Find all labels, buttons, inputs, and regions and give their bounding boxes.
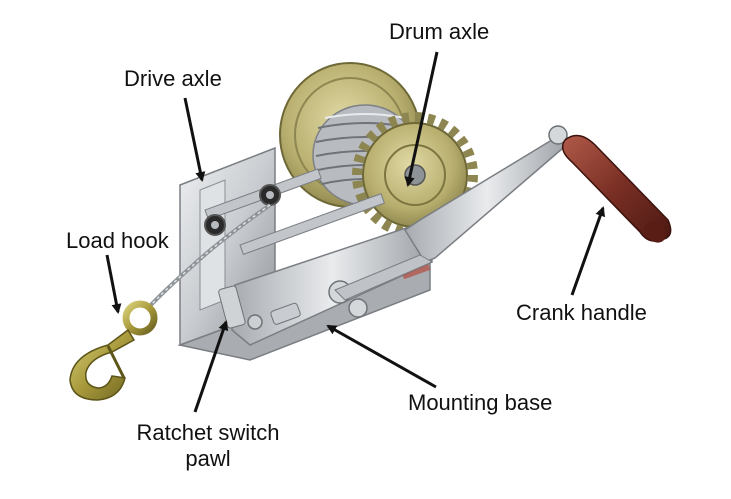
label-ratchet-switch-pawl: Ratchet switch pawl — [128, 420, 288, 472]
label-ratchet-line1: Ratchet switch — [136, 420, 280, 445]
callout-arrows — [105, 51, 606, 413]
ratchet-pawl-shape — [218, 285, 246, 329]
crank-handle-grip — [561, 134, 672, 243]
label-mounting-base: Mounting base — [408, 390, 553, 415]
arrow-mounting-base — [326, 324, 437, 389]
label-ratchet-line2: pawl — [185, 446, 231, 471]
crank-arm — [334, 125, 572, 301]
axle-rods — [204, 168, 386, 256]
label-crank-handle: Crank handle — [516, 300, 647, 325]
cable-line — [146, 203, 272, 310]
label-drive-axle: Drive axle — [124, 66, 222, 91]
arrow-drive-axle — [183, 97, 206, 182]
arrow-drum-axle — [404, 51, 439, 187]
drive-gear — [352, 112, 478, 238]
load-hook-shape — [69, 300, 158, 401]
arrow-load-hook — [105, 254, 122, 314]
label-drum-axle: Drum axle — [389, 19, 490, 44]
arrow-ratchet-pawl — [193, 320, 229, 413]
label-load-hook: Load hook — [66, 228, 169, 253]
arrow-crank-handle — [570, 206, 606, 296]
